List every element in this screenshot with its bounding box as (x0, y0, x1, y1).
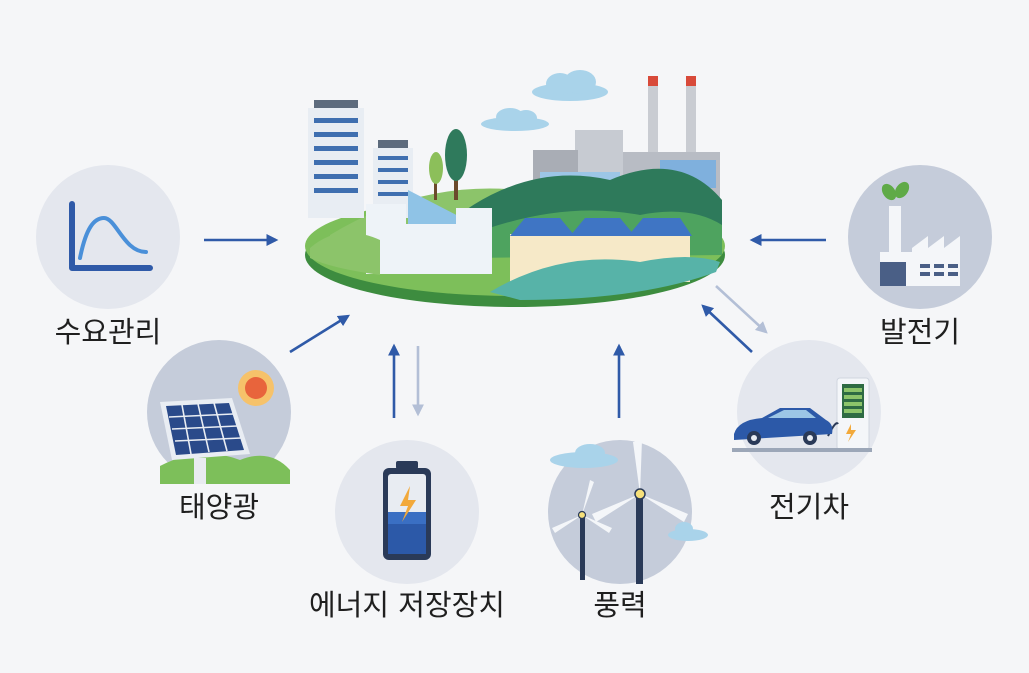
cloud-icon (550, 444, 618, 468)
demand-curve-icon (69, 201, 153, 271)
power-plant-node (848, 165, 992, 309)
tree-icon (429, 129, 467, 200)
solar-panel-icon (160, 398, 250, 460)
energy-storage-node (335, 440, 479, 584)
electric-vehicle-label: 전기차 (768, 490, 850, 524)
office-tower (308, 100, 364, 218)
wind-turbine-icon (592, 440, 688, 584)
flow-arrows (204, 234, 826, 418)
arrow-city-to-ev (715, 285, 768, 334)
battery-icon (383, 461, 431, 560)
solar-label: 태양광 (178, 490, 260, 524)
cloud-icon (481, 108, 549, 131)
wind-label: 풍력 (593, 588, 647, 622)
arrow-solar-to-city (289, 314, 351, 354)
car-icon (734, 408, 833, 445)
city-island-illustration (305, 70, 725, 307)
wind-turbine-icon (552, 480, 612, 580)
wind-node (548, 440, 708, 584)
factory-icon (880, 206, 960, 286)
charging-station-icon (827, 377, 870, 451)
cloud-icon (532, 70, 608, 101)
solar-node (147, 340, 291, 484)
demand-management-label: 수요관리 (54, 315, 162, 349)
energy-storage-label: 에너지 저장장치 (309, 588, 505, 622)
demand-management-node (36, 165, 180, 309)
power-plant-label: 발전기 (879, 315, 961, 349)
arrow-ev-to-city (701, 304, 753, 353)
electric-vehicle-node (732, 340, 881, 484)
cloud-icon (668, 522, 708, 541)
sun-icon (238, 370, 274, 406)
leaf-icon (881, 181, 910, 201)
